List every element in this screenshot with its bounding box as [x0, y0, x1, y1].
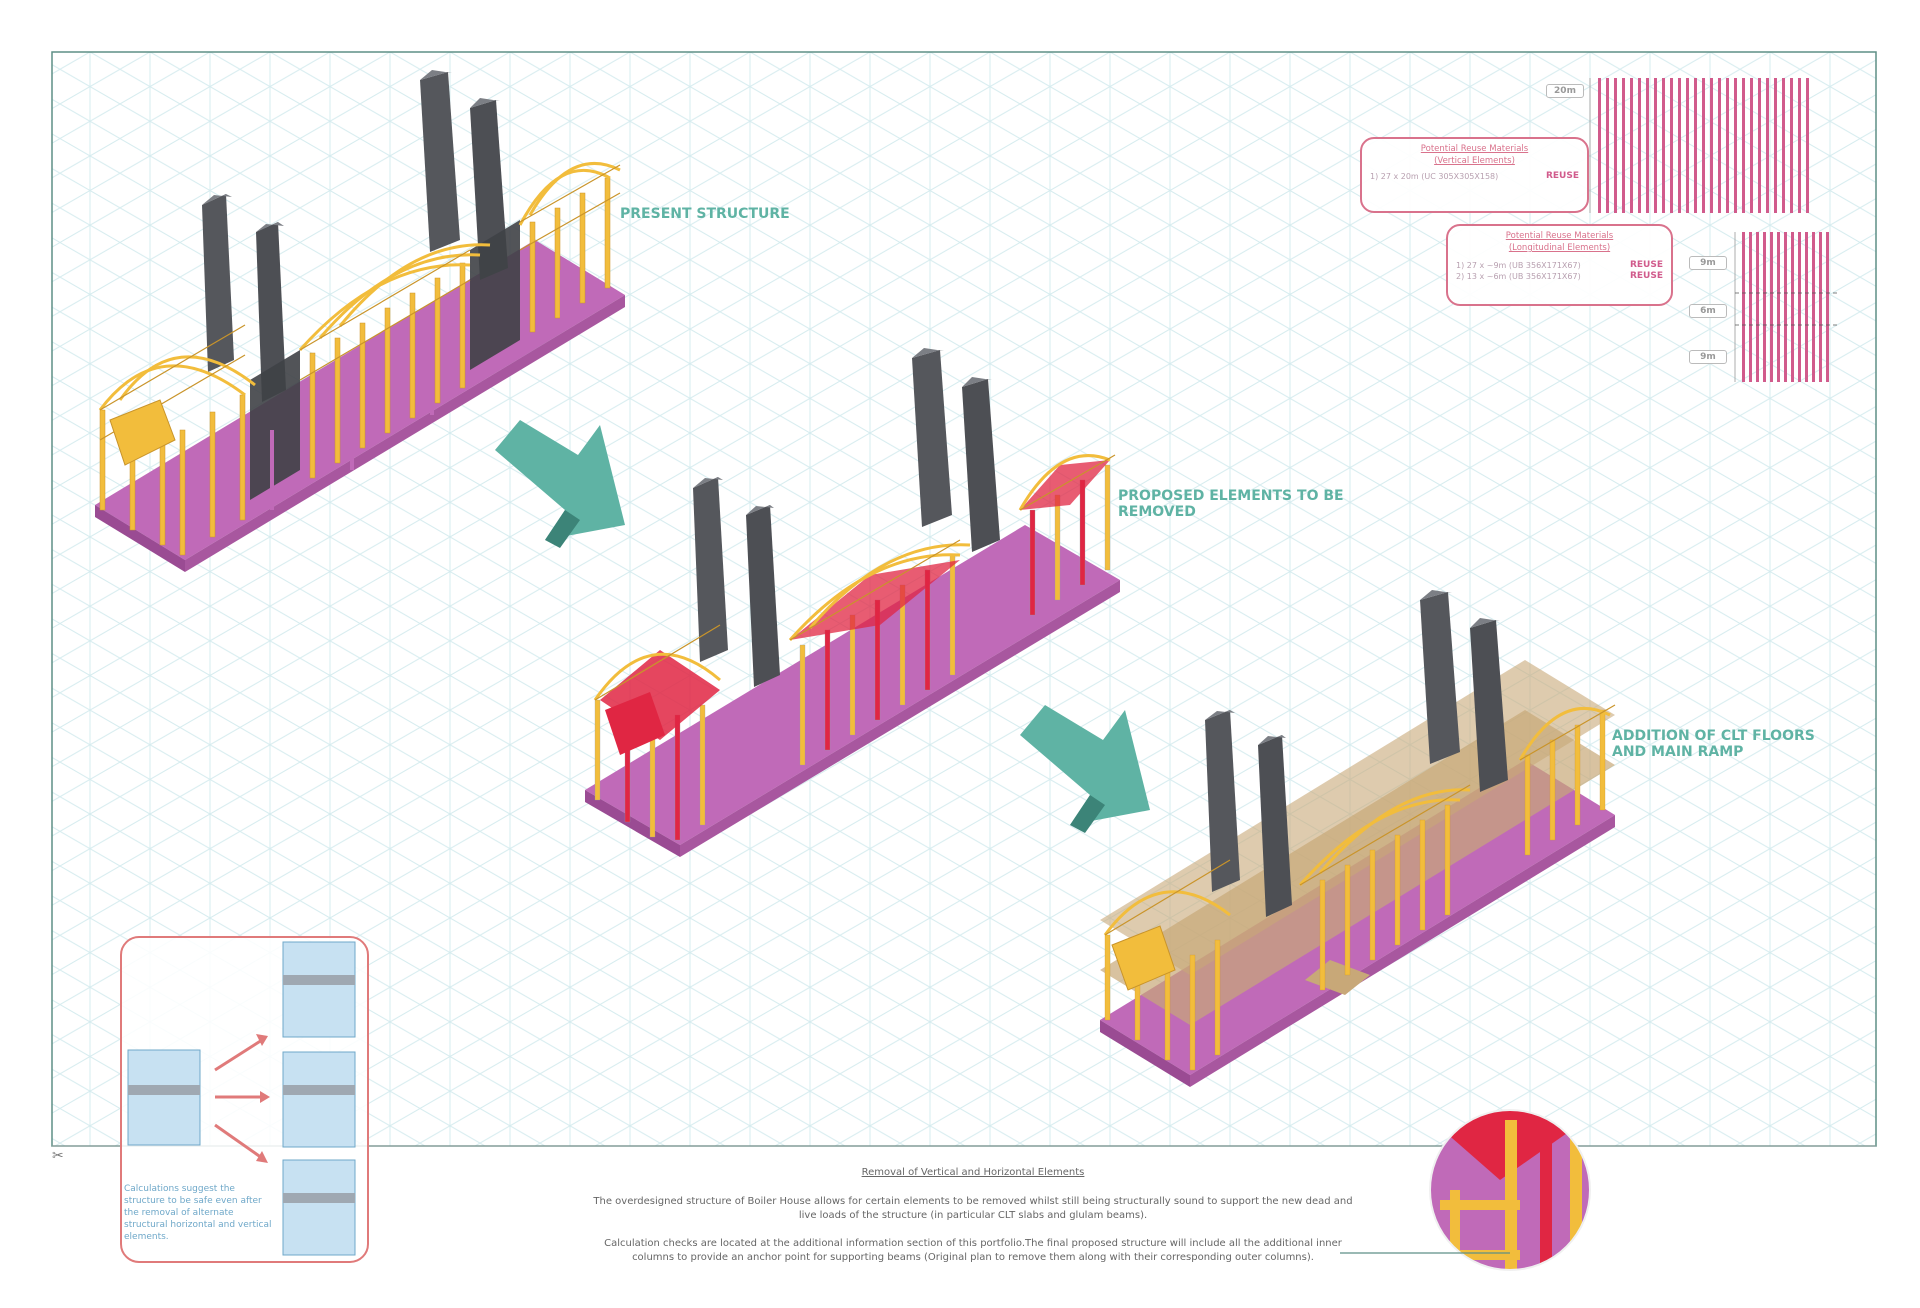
- caption-title: Removal of Vertical and Horizontal Eleme…: [861, 1167, 1085, 1178]
- building-addition: [1100, 590, 1616, 1087]
- longitudinal-item-1: 1) 27 x ~9m (UB 356X171X67): [1456, 260, 1581, 270]
- longitudinal-title-1: Potential Reuse Materials: [1505, 231, 1614, 241]
- label-addition-1: ADDITION OF CLT FLOORS: [1612, 728, 1815, 744]
- longitudinal-reuse-box: Potential Reuse Materials (Longitudinal …: [1446, 224, 1673, 306]
- longitudinal-reuse-bars: [1742, 232, 1829, 382]
- longitudinal-item-2: 2) 13 x ~6m (UB 356X171X67): [1456, 271, 1581, 281]
- vertical-title-2: (Vertical Elements): [1434, 156, 1515, 166]
- longitudinal-title-2: (Longitudinal Elements): [1508, 243, 1611, 253]
- building-present: [95, 70, 625, 572]
- label-present: PRESENT STRUCTURE: [620, 206, 790, 222]
- reuse-tag: REUSE: [1629, 260, 1663, 270]
- label-removed-1: PROPOSED ELEMENTS TO BE: [1118, 488, 1344, 504]
- label-addition-2: AND MAIN RAMP: [1612, 744, 1743, 760]
- reuse-tag: REUSE: [1545, 171, 1579, 181]
- vertical-reuse-box: Potential Reuse Materials (Vertical Elem…: [1360, 137, 1589, 213]
- caption-para-2: Calculation checks are located at the ad…: [604, 1238, 1342, 1263]
- calc-note: Calculations suggest the structure to be…: [124, 1184, 272, 1242]
- vertical-reuse-bars: [1598, 78, 1809, 213]
- detail-zoom-circle: [1430, 1110, 1590, 1270]
- scissors-icon: ✂: [52, 1148, 64, 1164]
- dim-label: 9m: [1689, 256, 1727, 270]
- dim-label: 20m: [1546, 84, 1584, 98]
- dim-label: 6m: [1689, 304, 1727, 318]
- dim-label: 9m: [1689, 350, 1727, 364]
- arrow-icon: [495, 420, 625, 540]
- reuse-tag: REUSE: [1629, 271, 1663, 281]
- building-removed: [585, 348, 1120, 857]
- vertical-title-1: Potential Reuse Materials: [1420, 144, 1529, 154]
- vertical-item: 1) 27 x 20m (UC 305X305X158): [1370, 171, 1499, 181]
- arrow-icon: [1020, 705, 1150, 825]
- calc-diagram: [120, 936, 369, 1263]
- caption-para-1: The overdesigned structure of Boiler Hou…: [593, 1196, 1353, 1221]
- label-removed-2: REMOVED: [1118, 504, 1196, 520]
